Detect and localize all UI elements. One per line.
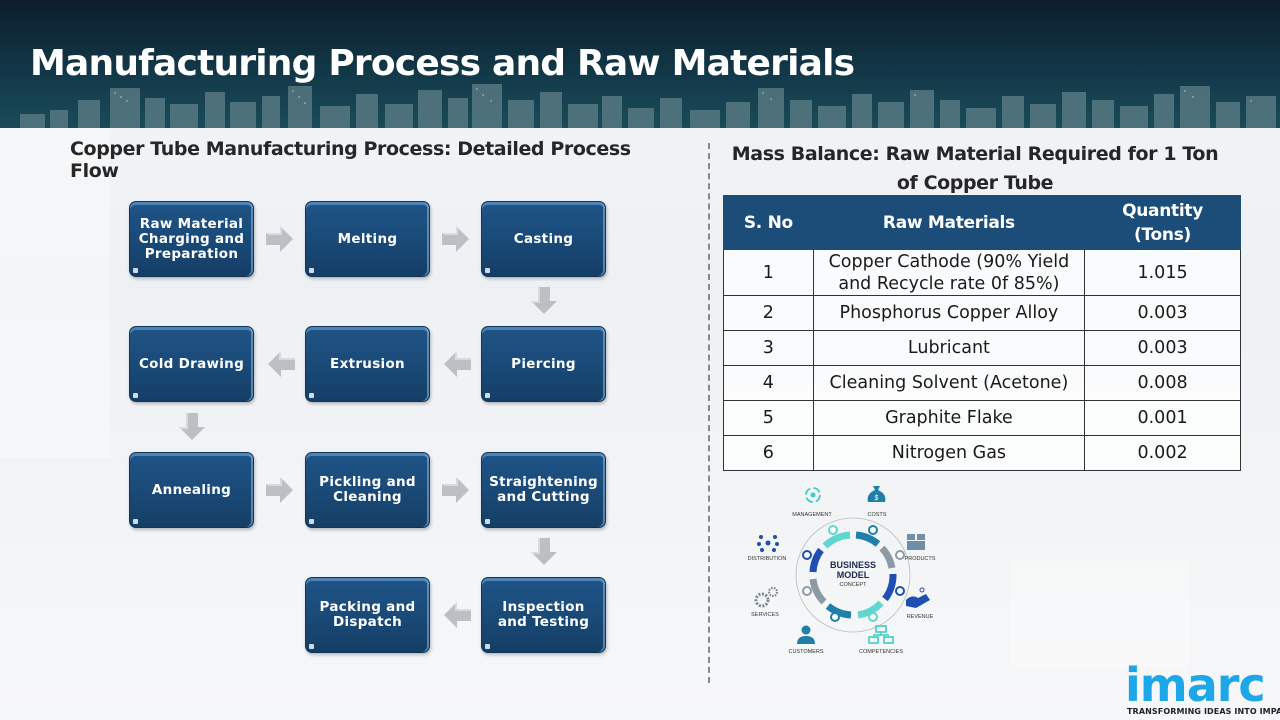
cell-sno: 2: [723, 295, 814, 331]
cell-quantity: 0.001: [1084, 400, 1241, 436]
cell-material: Nitrogen Gas: [812, 435, 1086, 471]
background-shape: [1010, 560, 1190, 670]
cell-quantity: 0.008: [1084, 365, 1241, 401]
cell-quantity: 0.003: [1084, 295, 1241, 331]
table-row: 5 Graphite Flake 0.001: [723, 400, 1241, 436]
arrow-left-icon: [268, 351, 295, 377]
column-header-quantity: Quantity (Tons): [1084, 195, 1241, 250]
process-step-cold-drawing: Cold Drawing: [129, 326, 254, 402]
cell-material: Lubricant: [812, 330, 1086, 366]
process-flow-title: Copper Tube Manufacturing Process: Detai…: [70, 138, 631, 182]
mass-balance-table: S. No Raw Materials Quantity (Tons) 1 Co…: [723, 195, 1241, 471]
process-step-pickling: Pickling and Cleaning: [305, 452, 430, 528]
cell-quantity: 1.015: [1084, 249, 1241, 296]
label-revenue: REVENUE: [906, 614, 934, 620]
ring-segment: [825, 603, 852, 619]
process-step-packing: Packing and Dispatch: [305, 577, 430, 653]
column-header-raw-materials: Raw Materials: [812, 195, 1086, 250]
arrow-right-icon: [266, 226, 293, 252]
business-model-center-line3: CONCEPT: [840, 582, 868, 588]
label-customers: CUSTOMERS: [788, 649, 824, 655]
process-step-annealing: Annealing: [129, 452, 254, 528]
services-icon: [754, 586, 779, 608]
logo-tagline: TRANSFORMING IDEAS INTO IMPACT: [1127, 707, 1280, 716]
cell-sno: 6: [723, 435, 814, 471]
table-row: 1 Copper Cathode (90% Yield and Recycle …: [723, 249, 1241, 296]
cell-material: Graphite Flake: [812, 400, 1086, 436]
ring-segment: [809, 547, 824, 573]
cell-sno: 1: [723, 249, 814, 296]
arrow-left-icon: [444, 351, 471, 377]
arrow-right-icon: [266, 477, 293, 503]
table-row: 4 Cleaning Solvent (Acetone) 0.008: [723, 365, 1241, 401]
distribution-icon: [757, 535, 779, 552]
arrow-down-icon: [531, 287, 557, 314]
business-model-graphic: $ BUSINESS MODEL CONCEPT MANAGEMENT COST…: [740, 482, 950, 660]
cell-sno: 3: [723, 330, 814, 366]
cell-quantity: 0.003: [1084, 330, 1241, 366]
process-step-melting: Melting: [305, 201, 430, 277]
ring-segment: [882, 573, 897, 602]
process-step-raw-material: Raw Material Charging and Preparation: [129, 201, 254, 277]
cell-sno: 4: [723, 365, 814, 401]
process-step-piercing: Piercing: [481, 326, 606, 402]
business-model-center-line1: BUSINESS: [830, 560, 876, 570]
cell-material: Copper Cathode (90% Yield and Recycle ra…: [812, 249, 1086, 296]
ring-segment: [855, 531, 881, 547]
outer-ring: [795, 517, 911, 633]
table-row: 6 Nitrogen Gas 0.002: [723, 435, 1241, 471]
business-model-center-line2: MODEL: [837, 570, 870, 580]
page-title: Manufacturing Process and Raw Materials: [30, 43, 855, 84]
label-products: PRODUCTS: [904, 556, 936, 562]
competencies-icon: [868, 625, 894, 644]
ring-segment: [809, 578, 827, 605]
arrow-left-icon: [444, 602, 471, 628]
costs-icon: $: [867, 486, 886, 502]
label-services: SERVICES: [751, 612, 779, 618]
table-row: 3 Lubricant 0.003: [723, 330, 1241, 366]
arrow-down-icon: [179, 413, 205, 440]
cell-material: Phosphorus Copper Alloy: [812, 295, 1086, 331]
ring-segment: [857, 600, 884, 619]
label-management: MANAGEMENT: [792, 512, 832, 518]
ring-segment: [879, 545, 896, 569]
section-divider: [708, 143, 710, 683]
arrow-right-icon: [442, 477, 469, 503]
table-row: 2 Phosphorus Copper Alloy 0.003: [723, 295, 1241, 331]
revenue-icon: [906, 587, 930, 608]
management-icon: [805, 487, 821, 503]
cell-sno: 5: [723, 400, 814, 436]
process-step-straightening: Straightening and Cutting: [481, 452, 606, 528]
customers-icon: [797, 625, 815, 644]
table-header-row: S. No Raw Materials Quantity (Tons): [723, 195, 1241, 250]
header-banner: Manufacturing Process and Raw Materials: [0, 0, 1280, 128]
imarc-logo: imarc TRANSFORMING IDEAS INTO IMPACT: [1122, 652, 1280, 718]
arrow-down-icon: [531, 538, 557, 565]
logo-wordmark: imarc: [1125, 658, 1266, 712]
mass-balance-title: Mass Balance: Raw Material Required for …: [731, 143, 1219, 194]
city-skyline-decoration: [20, 84, 1276, 128]
column-header-sno: S. No: [723, 195, 814, 250]
svg-text:$: $: [875, 495, 879, 502]
products-icon: [907, 534, 925, 550]
process-step-casting: Casting: [481, 201, 606, 277]
process-step-extrusion: Extrusion: [305, 326, 430, 402]
process-step-inspection: Inspection and Testing: [481, 577, 606, 653]
ring-segment: [822, 531, 851, 549]
label-competencies: COMPETENCIES: [858, 649, 903, 655]
label-distribution: DISTRIBUTION: [747, 556, 787, 562]
cell-quantity: 0.002: [1084, 435, 1241, 471]
arrow-right-icon: [442, 226, 469, 252]
cell-material: Cleaning Solvent (Acetone): [812, 365, 1086, 401]
background-shape: [0, 128, 110, 458]
label-costs: COSTS: [867, 512, 887, 518]
